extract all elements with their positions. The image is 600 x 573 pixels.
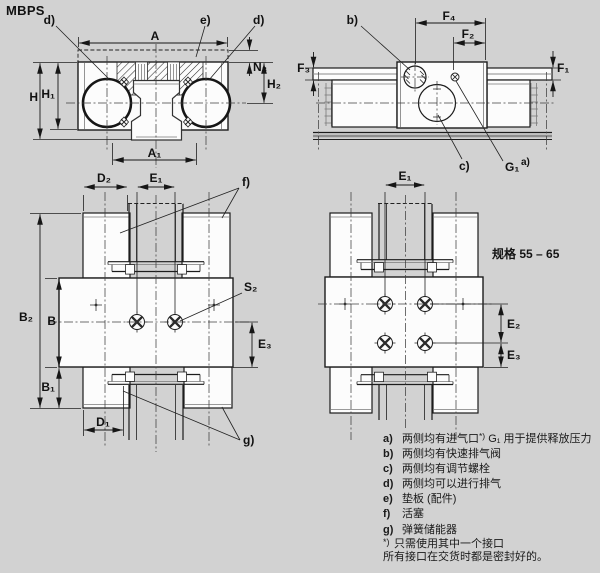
size-range-note: 规格 55 – 65 bbox=[492, 247, 560, 261]
callout-b: b) bbox=[347, 13, 358, 27]
callout-a: a) bbox=[521, 157, 530, 168]
dim-label-h2: H₂ bbox=[267, 77, 281, 91]
legend-item-c: c) 两侧均有调节螺栓 bbox=[383, 459, 592, 476]
legend-key: g) bbox=[383, 523, 394, 536]
dim-label-e3-large: E₃ bbox=[507, 348, 521, 362]
legend-key: a) bbox=[383, 433, 393, 445]
legend-footnote-1: *) 只需使用其中一个接口 bbox=[383, 535, 592, 550]
legend-text: 两侧均有进气口*) G₁ 用于提供释放压力 bbox=[402, 431, 592, 445]
legend-item-e: e) 垫板 (配件) bbox=[383, 489, 592, 506]
legend-key: b) bbox=[383, 448, 394, 461]
legend-text: 两侧均可以进行排气 bbox=[402, 478, 501, 491]
dim-label-h1: H₁ bbox=[41, 87, 55, 101]
footnote-text: 只需使用其中一个接口 bbox=[394, 537, 504, 550]
dim-label-a1: A₁ bbox=[148, 146, 162, 160]
legend-item-g: g) 弹簧储能器 bbox=[383, 520, 592, 536]
legend-text: 两侧均有快速排气阀 bbox=[402, 448, 501, 461]
section-view: A A₁ H H₁ N₃ H₂ d) e) d) bbox=[29, 13, 281, 168]
callout-f: f) bbox=[242, 175, 250, 189]
rail-profile bbox=[130, 79, 183, 141]
callout-d-left: d) bbox=[44, 13, 55, 27]
dim-label-d2: D₂ bbox=[97, 171, 111, 185]
legend-item-b: b) 两侧均有快速排气阀 bbox=[383, 444, 592, 461]
legend-key: f) bbox=[383, 508, 391, 521]
dim-label-b: B bbox=[47, 314, 56, 328]
legend-key: c) bbox=[383, 463, 393, 476]
dim-label-e1-large: E₁ bbox=[399, 169, 412, 183]
footnote-text: 所有接口在交货时都是密封好的。 bbox=[383, 550, 548, 563]
legend-item-a: a) 两侧均有进气口*) G₁ 用于提供释放压力 bbox=[383, 429, 592, 445]
callout-d-right: d) bbox=[253, 13, 264, 27]
legend-item-d: d) 两侧均可以进行排气 bbox=[383, 474, 592, 491]
callout-g: g) bbox=[243, 433, 254, 447]
dim-label-e3-small: E₃ bbox=[258, 337, 272, 351]
dim-label-f3: F₃ bbox=[297, 61, 310, 75]
callout-e: e) bbox=[200, 13, 211, 27]
plan-view-small: D₂ E₁ B₂ B B₁ E₃ D₁ f) S₂ g) bbox=[19, 171, 272, 452]
legend-key: d) bbox=[383, 478, 394, 491]
dim-label-f4: F₄ bbox=[442, 9, 455, 23]
dim-label-g1: G₁ bbox=[505, 160, 519, 174]
legend-key: e) bbox=[383, 493, 393, 506]
dim-label-h: H bbox=[29, 90, 38, 104]
dim-label-d1: D₁ bbox=[96, 415, 110, 429]
dim-label-e2: E₂ bbox=[507, 317, 520, 331]
legend: a) 两侧均有进气口*) G₁ 用于提供释放压力 b) 两侧均有快速排气阀 c) 两侧… bbox=[383, 429, 592, 565]
plan-view-large: E₁ E₂ E₃ bbox=[318, 169, 521, 440]
legend-text: 两侧均有调节螺栓 bbox=[402, 463, 490, 476]
dim-label-s2: S₂ bbox=[244, 280, 257, 294]
dim-label-n3: N₃ bbox=[253, 60, 267, 74]
page-title: MBPS bbox=[6, 3, 45, 18]
legend-text: 垫板 (配件) bbox=[402, 493, 457, 506]
footnote-marker: *) bbox=[383, 536, 390, 547]
legend-text: 弹簧储能器 bbox=[402, 523, 457, 536]
side-view: F₄ F₂ F₃ F₁ b) c) G₁ a) bbox=[297, 9, 569, 174]
legend-item-f: f) 活塞 bbox=[383, 504, 592, 521]
dim-label-f2: F₂ bbox=[462, 27, 475, 41]
dim-label-e1-small: E₁ bbox=[150, 171, 163, 185]
dim-label-a: A bbox=[151, 29, 160, 43]
legend-text: 活塞 bbox=[402, 508, 424, 521]
dim-label-b1: B₁ bbox=[41, 380, 55, 394]
dim-label-b2: B₂ bbox=[19, 310, 33, 324]
dim-label-f1: F₁ bbox=[557, 61, 569, 75]
legend-footnote-2: 所有接口在交货时都是密封好的。 bbox=[383, 550, 592, 565]
callout-c: c) bbox=[459, 159, 470, 173]
